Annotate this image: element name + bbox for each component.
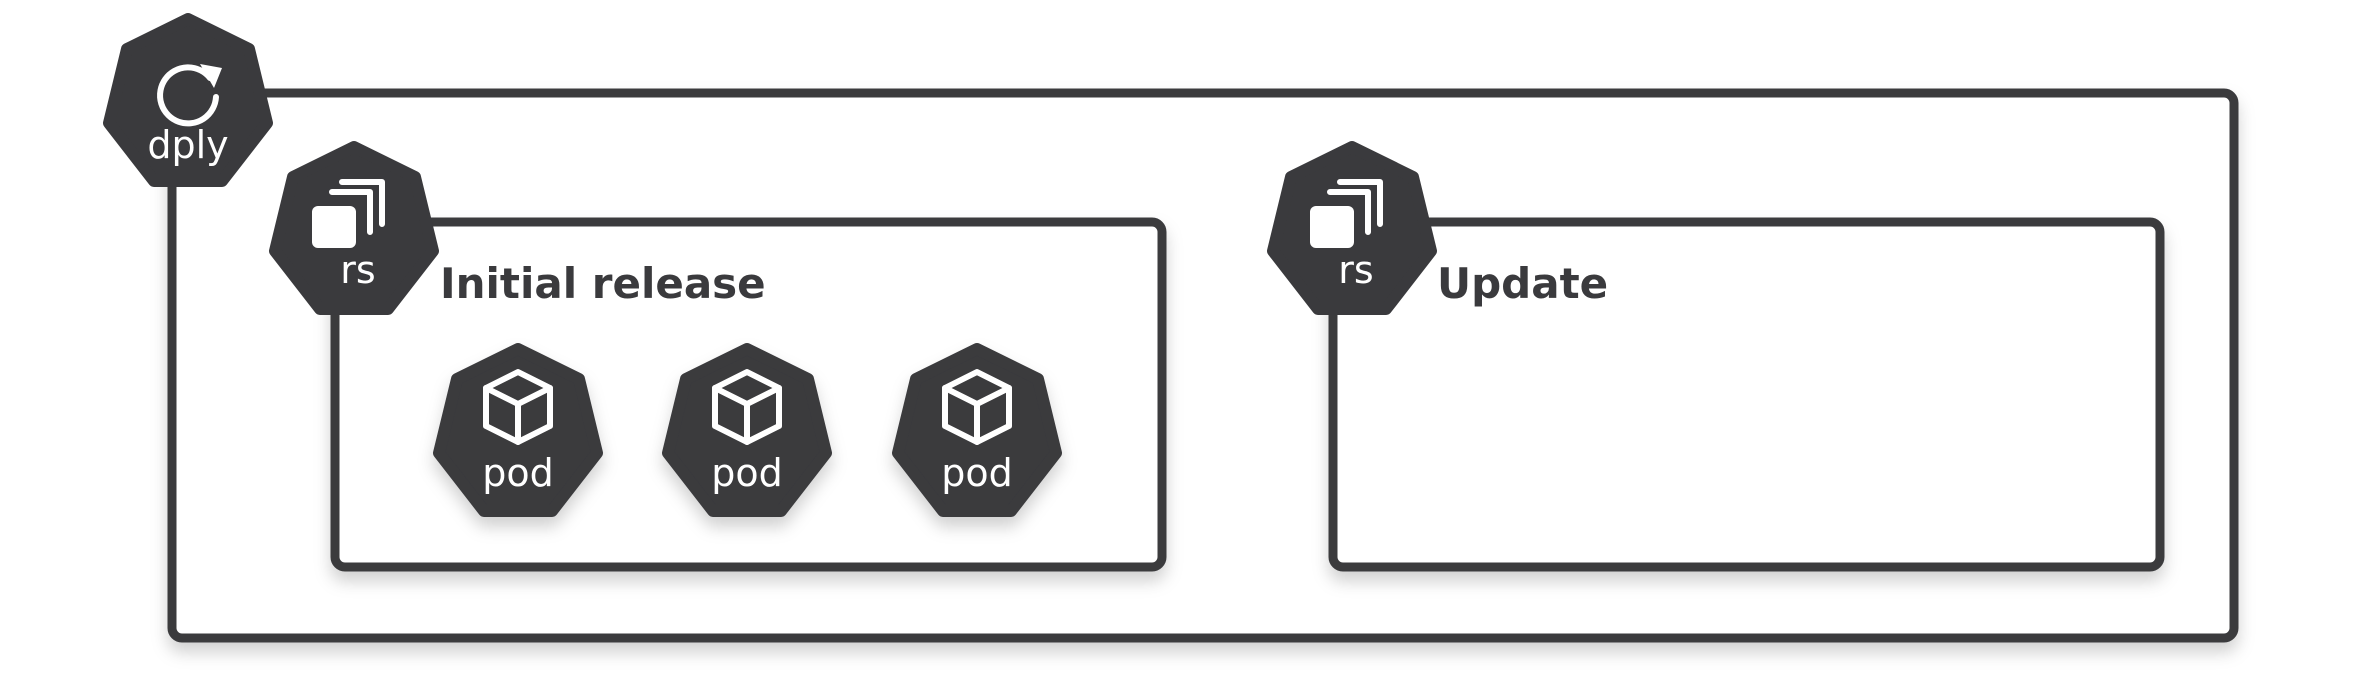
pod-label: pod [482,451,554,495]
replicaset-badge-label-update: rs [1338,248,1373,292]
replicaset-title-update: Update [1437,259,1608,308]
deployment-badge: dply [109,19,267,181]
refresh-icon [157,64,222,127]
cube-icon [712,369,782,445]
replicaset-badge-initial: rs [275,147,433,309]
replicaset-badge-label-initial: rs [340,248,375,292]
cube-icon [483,369,553,445]
replicaset-badge-update: rs [1273,147,1431,309]
stacked-squares-icon [312,179,385,248]
replicaset-box-update [1328,217,2165,572]
pod-1: pod [439,349,597,511]
replicaset-title-initial: Initial release [440,259,766,308]
pod-2: pod [668,349,826,511]
cube-icon [942,369,1012,445]
pod-3: pod [898,349,1056,511]
stacked-squares-icon [1310,179,1383,248]
deployment-badge-label: dply [147,123,228,167]
pod-label: pod [941,451,1013,495]
pod-label: pod [711,451,783,495]
